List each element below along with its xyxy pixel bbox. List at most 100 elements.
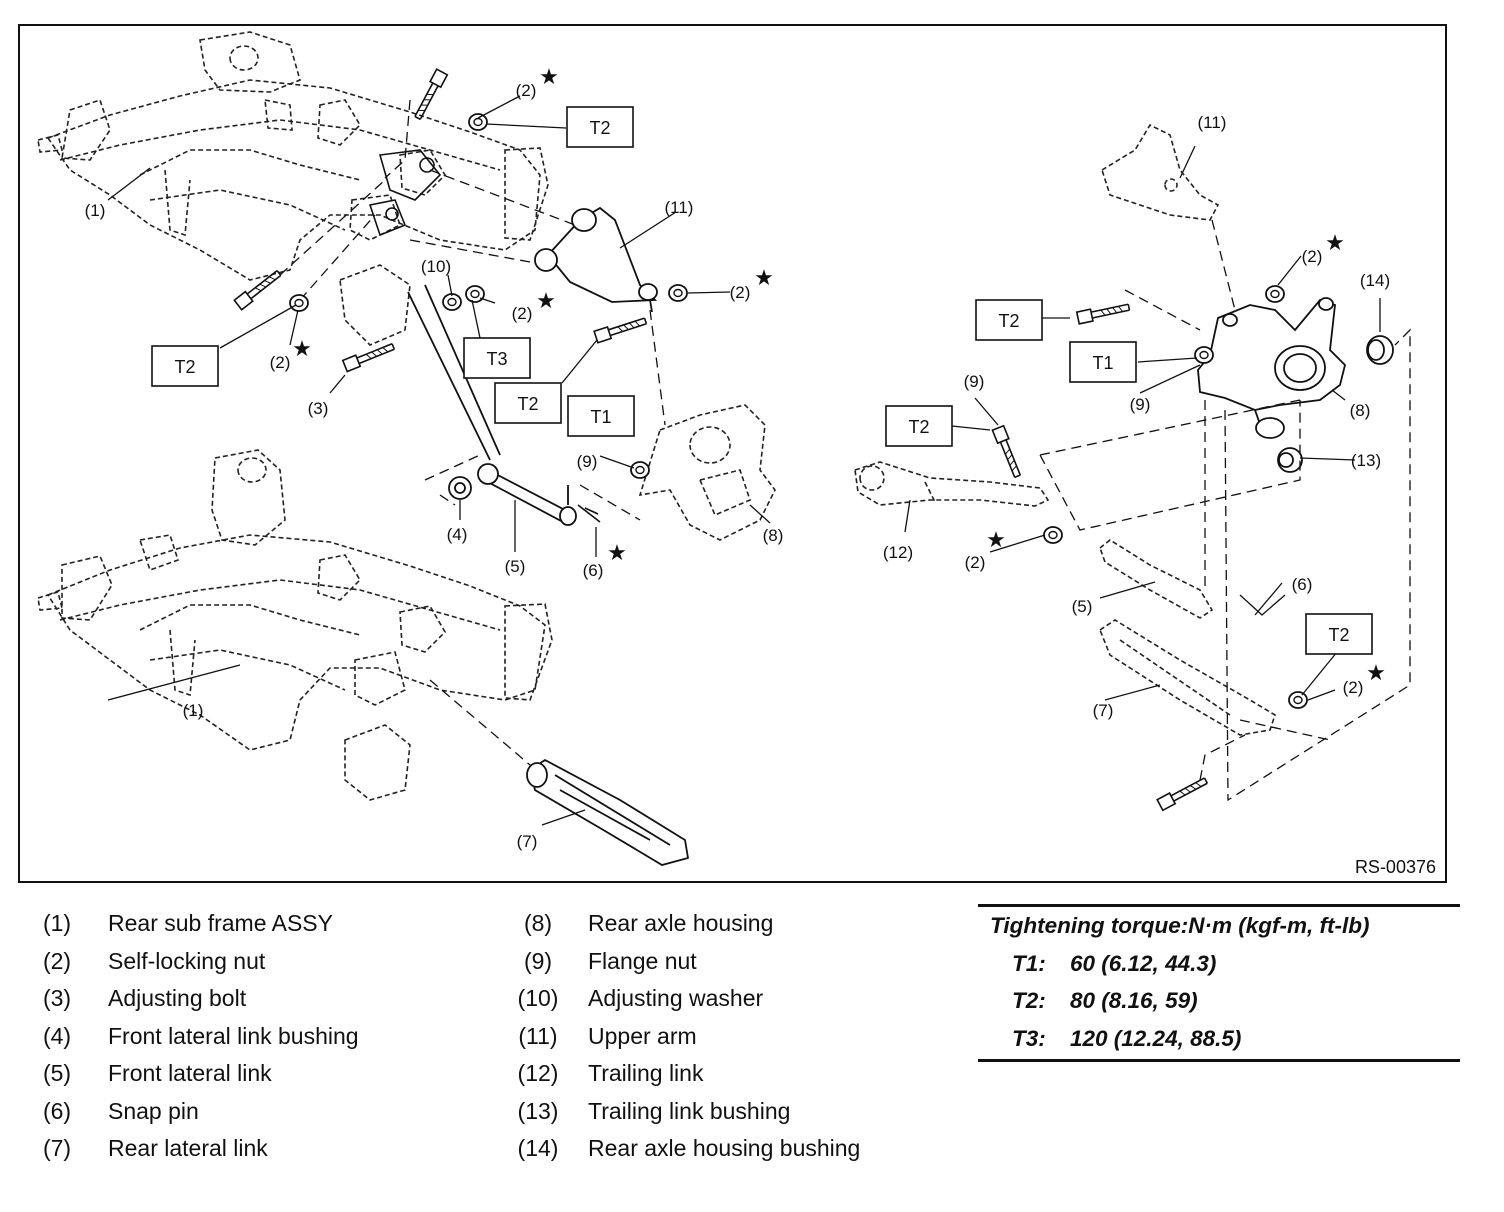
torque-row: T3:120 (12.24, 88.5) (978, 1020, 1460, 1058)
legend-name: Rear axle housing bushing (588, 1135, 861, 1161)
legend-name: Rear sub frame ASSY (108, 910, 333, 936)
callout-1-a: (1) (85, 201, 106, 220)
torque-title: Tightening torque:N·m (kgf-m, ft-lb) (990, 913, 1370, 938)
callout-2-d: (2) (730, 283, 751, 302)
leader-bolt-lower (279, 179, 386, 276)
adjusting-bolt (341, 340, 397, 373)
rear-axle-housing-left (638, 404, 776, 541)
legend-num: (11) (518, 1022, 558, 1049)
callout-2-b: (2) (270, 353, 291, 372)
legend-name: Rear axle housing (588, 910, 774, 936)
torque-key: T2: (1012, 988, 1046, 1013)
figure-code: RS-00376 (1355, 857, 1436, 877)
front-lateral-link-bushing (448, 476, 472, 500)
callout-12: (12) (883, 543, 913, 562)
callout-7-a: (7) (517, 832, 538, 851)
legend-num: (10) (517, 985, 559, 1011)
parts-legend-left: (1) Rear sub frame ASSY (2) Self-locking n… (24, 905, 359, 1168)
legend-name: Trailing link bushing (588, 1097, 791, 1124)
rear-axle-housing-right (1197, 297, 1346, 439)
legend-num: (5) (42, 1060, 72, 1086)
legend-row: (7)Rear lateral link (24, 1130, 359, 1168)
rear-axle-housing-bushing (1366, 335, 1394, 365)
callout-9-b: (9) (964, 372, 985, 391)
rear-lateral-link-right (1099, 619, 1276, 736)
star-icon: ★ (292, 336, 312, 361)
tag-t2-e: T2 (908, 417, 929, 437)
callout-13: (13) (1351, 451, 1381, 470)
tag-t2-f: T2 (1328, 625, 1349, 645)
callout-2-e: (2) (1302, 247, 1323, 266)
star-icon: ★ (1366, 660, 1386, 685)
bolt-trailing-link (991, 424, 1024, 480)
torque-key: T3: (1012, 1025, 1046, 1051)
legend-row: (4) Front lateral link bushing (24, 1018, 359, 1056)
rear-lateral-link-left (526, 758, 690, 866)
long-bolt-top (411, 68, 449, 122)
legend-row: (5) Front lateral link (24, 1055, 359, 1093)
callout-8-b: (8) (1350, 401, 1371, 420)
trailing-link (854, 461, 1050, 507)
legend-name: Upper arm (588, 1022, 697, 1049)
star-icon: ★ (754, 265, 774, 290)
legend-row: (2) Self-locking nut (24, 943, 359, 981)
legend-row: (10) Adjusting washer (508, 980, 860, 1018)
legend-num: (4) (42, 1022, 72, 1049)
callout-2-c: (2) (512, 304, 533, 323)
legend-num: (6) (42, 1097, 72, 1124)
parts-legend-right: (8) Rear axle housing (9)Flange nut (10) A… (508, 905, 861, 1168)
legend-num: (14) (517, 1135, 559, 1161)
callout-5-a: (5) (505, 557, 526, 576)
legend-row: (3)Adjusting bolt (24, 980, 359, 1018)
star-icon: ★ (607, 540, 627, 565)
legend-row: (14) Rear axle housing bushing (508, 1130, 861, 1168)
torque-row: T2: 80 (8.16, 59) (978, 982, 1460, 1020)
legend-row: (8) Rear axle housing (508, 905, 860, 943)
rear-sub-frame-lower (37, 449, 553, 801)
callout-11-b: (11) (1198, 113, 1227, 132)
torque-row: T1: 60 (6.12, 44.3) (978, 945, 1460, 983)
callout-14: (14) (1360, 271, 1390, 290)
legend-name: Rear lateral link (108, 1135, 268, 1161)
bolt-upper-arm (593, 314, 649, 344)
legend-num: (1) (42, 910, 72, 936)
legend-num: (9) (523, 947, 553, 974)
figure-frame (18, 24, 1447, 883)
torque-value: 80 (8.16, 59) (1070, 988, 1198, 1013)
legend-name: Self-locking nut (108, 947, 266, 974)
legend-row: (13)Trailing link bushing (508, 1093, 860, 1131)
legend-row: (11) Upper arm (508, 1018, 860, 1056)
tag-t3: T3 (486, 349, 507, 369)
torque-value: 60 (6.12, 44.3) (1070, 950, 1217, 976)
callout-1-b: (1) (183, 701, 204, 720)
callout-5-b: (5) (1072, 597, 1093, 616)
star-icon: ★ (536, 288, 556, 313)
legend-name: Front lateral link bushing (108, 1022, 359, 1049)
legend-name: Snap pin (108, 1097, 199, 1124)
snap-pin (577, 504, 601, 523)
callout-11-a: (11) (665, 198, 694, 217)
star-icon: ★ (539, 64, 559, 89)
trailing-link-bushing (1277, 447, 1303, 473)
legend-name: Adjusting washer (588, 985, 764, 1011)
rear-sub-frame-upper (37, 31, 549, 346)
legend-num: (8) (523, 910, 553, 936)
callout-7-b: (7) (1093, 701, 1114, 720)
legend-row: (9)Flange nut (508, 943, 860, 981)
callout-4: (4) (447, 525, 468, 544)
star-icon: ★ (1325, 230, 1345, 255)
tag-t2-d: T2 (998, 311, 1019, 331)
tag-t2-a: T2 (589, 118, 610, 138)
legend-row: (1) Rear sub frame ASSY (24, 905, 359, 943)
legend-name: Front lateral link (108, 1060, 272, 1086)
callout-6-b: (6) (1292, 575, 1313, 594)
callout-3: (3) (308, 399, 329, 418)
torque-key: T1: (1012, 950, 1046, 976)
front-lateral-link (407, 284, 577, 526)
callout-2-a: (2) (516, 81, 537, 100)
legend-row: (6) Snap pin (24, 1093, 359, 1131)
legend-num: (2) (42, 947, 72, 974)
legend-name: Trailing link (588, 1060, 704, 1086)
callout-10: (10) (421, 257, 451, 276)
legend-row: (12)Trailing link (508, 1055, 860, 1093)
